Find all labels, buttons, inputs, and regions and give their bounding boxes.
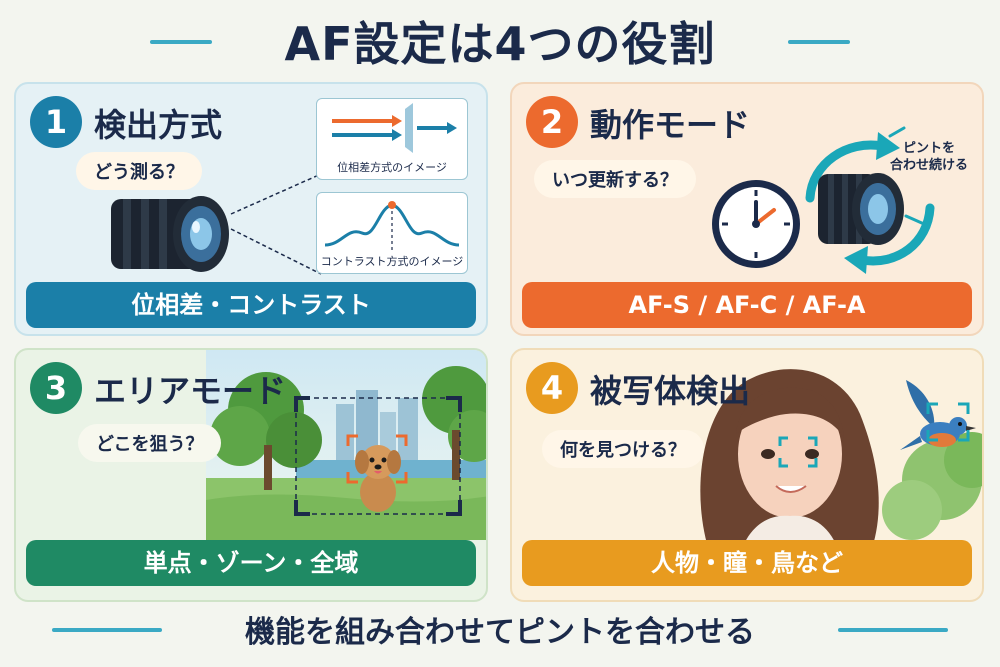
focus-frame-icon (294, 396, 462, 516)
panel-summary-bar: 人物・瞳・鳥など (522, 540, 972, 586)
woman-portrait (700, 369, 879, 554)
panel-title: 検出方式 (94, 106, 223, 144)
panel-summary-bar: AF-S / AF-C / AF-A (522, 282, 972, 328)
title-line-right (788, 40, 850, 44)
panel-title: 被写体検出 (590, 372, 751, 410)
continuous-focus-note: ピントを 合わせ続ける (889, 141, 968, 173)
page-title: AF設定は4つの役割 (284, 17, 716, 71)
panel-title: 動作モード (590, 106, 751, 144)
contrast-curve-icon (324, 201, 460, 251)
phase-arrows-icon (332, 103, 457, 153)
panel-number-badge: 3 (30, 362, 82, 414)
question-pill: どう測る？ (76, 152, 202, 190)
phase-inset-label: 位相差方式のイメージ (337, 161, 447, 174)
question-pill: どこを狙う？ (78, 424, 222, 462)
subject-focus-frame (346, 434, 408, 484)
contrast-inset-label: コントラスト方式のイメージ (320, 255, 464, 268)
title-line-left (150, 40, 212, 44)
panel-area-mode: 3 エリアモード どこを狙う？ 単点・ゾーン・全域 (14, 348, 488, 602)
cycle-arrows-icon (805, 132, 935, 274)
panel-summary-bar: 単点・ゾーン・全域 (26, 540, 476, 586)
footer-line-right (838, 628, 948, 632)
phase-detection-inset: 位相差方式のイメージ (316, 98, 468, 180)
panel-number-badge: 1 (30, 96, 82, 148)
panel-number-badge: 2 (526, 96, 578, 148)
camera-lens-icon (111, 196, 229, 272)
bird-focus-frame (926, 402, 970, 442)
panel-detection-method: 1 検出方式 どう測る？ 位相差方式のイメージ (14, 82, 488, 336)
panel-title: エリアモード (94, 372, 287, 410)
footer-caption: 機能を組み合わせてピントを合わせる (245, 615, 755, 650)
question-pill: 何を見つける？ (542, 430, 704, 468)
panel-operation-mode: 2 動作モード いつ更新する？ ピントを 合わせ続ける AF-S / AF-C … (510, 82, 984, 336)
panel-subject-detection: 4 被写体検出 何を見つける？ 人物・瞳・鳥など (510, 348, 984, 602)
panel-number-badge: 4 (526, 362, 578, 414)
eye-detect-icon (778, 436, 818, 468)
footer-line-left (52, 628, 162, 632)
camera-lens-icon (818, 173, 904, 245)
clock-icon (712, 180, 800, 268)
panel-summary-bar: 位相差・コントラスト (26, 282, 476, 328)
dog-icon (355, 445, 401, 512)
background-trees (882, 432, 982, 540)
contrast-detection-inset: コントラスト方式のイメージ (316, 192, 468, 274)
connector-lines (230, 173, 322, 275)
question-pill: いつ更新する？ (534, 160, 696, 198)
park-scene (206, 350, 486, 540)
motion-lines-icon (888, 126, 926, 226)
